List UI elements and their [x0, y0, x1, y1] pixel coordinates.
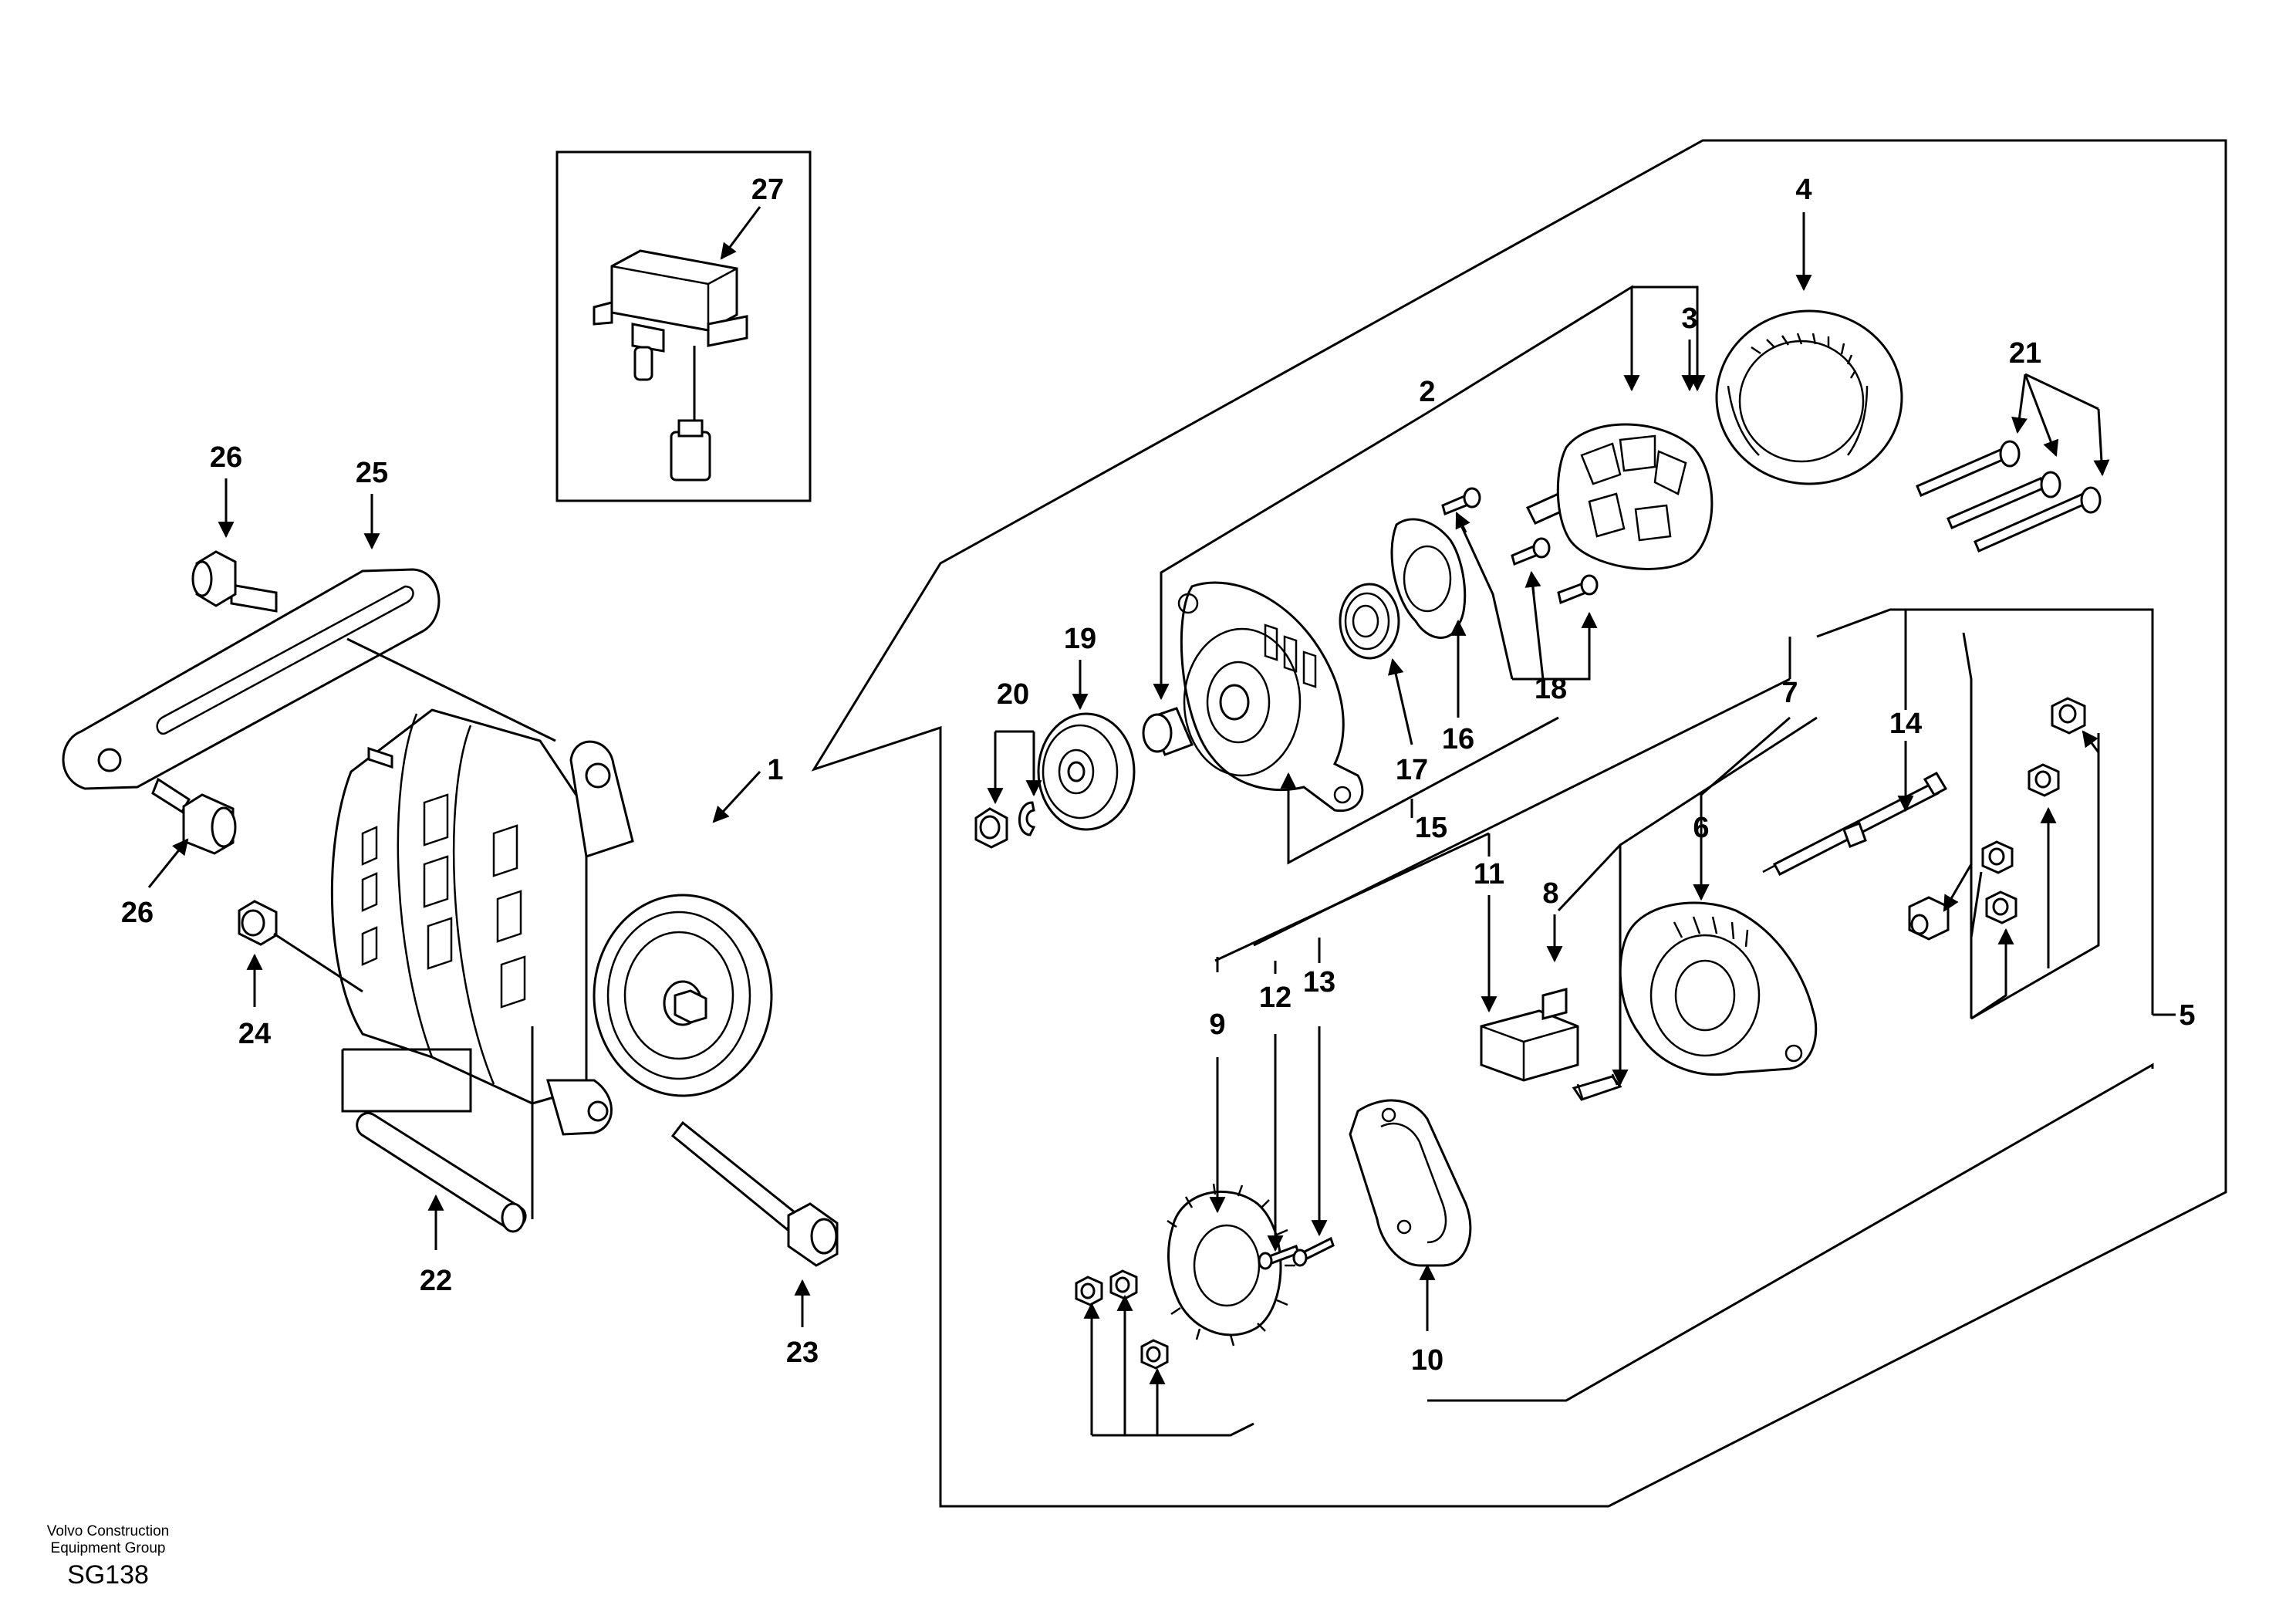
- callout-7: 7: [1781, 677, 1798, 709]
- connector-module-icon: [593, 249, 748, 482]
- retainer-plate-16-icon: [1390, 518, 1467, 639]
- bolt-26-bottom-icon: [151, 777, 237, 855]
- callout-21: 21: [2009, 337, 2041, 370]
- callout-23: 23: [786, 1336, 819, 1369]
- terminal-bolt-14-icon: [1762, 772, 1948, 877]
- company-name-line2: Equipment Group: [51, 1540, 166, 1556]
- small-screws-12-13-icon: [1258, 1236, 1335, 1270]
- nuts-right-icon: [1908, 697, 2086, 941]
- callout-19: 19: [1064, 623, 1096, 655]
- callout-1: 1: [767, 754, 783, 786]
- drawing-code: SG138: [67, 1560, 149, 1590]
- callout-3: 3: [1681, 302, 1697, 335]
- inset-box: [555, 150, 812, 502]
- callout-14: 14: [1889, 708, 1922, 740]
- callout-26-top: 26: [210, 441, 242, 474]
- alternator-assembly-icon: [330, 708, 773, 1136]
- callout-12: 12: [1259, 982, 1292, 1014]
- callout-5: 5: [2179, 999, 2195, 1032]
- nuts-lower-icon: [1075, 1269, 1169, 1370]
- callout-9: 9: [1209, 1009, 1225, 1041]
- rotor-3-icon: [1525, 423, 1714, 570]
- callout-6: 6: [1693, 812, 1709, 844]
- regulator-11-icon: [1480, 988, 1579, 1082]
- callout-13: 13: [1303, 966, 1335, 999]
- spacer-22-icon: [341, 1048, 527, 1233]
- adjusting-plate-icon: [62, 568, 441, 790]
- callout-10: 10: [1411, 1344, 1443, 1377]
- callout-8: 8: [1542, 877, 1558, 910]
- callout-labels: 1 2 3 4 5 6 7 8 9 10 11 12 13 14 15 16 1…: [121, 174, 2196, 1377]
- callout-26-bottom: 26: [121, 897, 154, 929]
- through-bolts-21-icon: [1916, 440, 2102, 552]
- spacer-collar-icon: [1142, 707, 1194, 756]
- callout-2: 2: [1419, 376, 1435, 408]
- bearing-17-icon: [1339, 583, 1400, 660]
- brush-holder-8-icon: [1572, 1073, 1622, 1101]
- front-housing-2-icon: [1177, 581, 1364, 813]
- callout-24: 24: [238, 1018, 271, 1050]
- callout-27: 27: [751, 174, 784, 206]
- bolt-26-top-icon: [191, 550, 278, 613]
- callout-25: 25: [356, 457, 388, 489]
- pulley-19-icon: [1037, 712, 1136, 831]
- rear-housing-6-icon: [1619, 901, 1818, 1076]
- callout-11: 11: [1474, 858, 1504, 890]
- callout-17: 17: [1396, 754, 1428, 786]
- stator-4-icon: [1715, 309, 1903, 485]
- callout-18: 18: [1535, 673, 1567, 705]
- footer: Volvo Construction Equipment Group SG138: [47, 1523, 169, 1590]
- callout-16: 16: [1442, 723, 1474, 755]
- rectifier-10-icon: [1349, 1099, 1472, 1267]
- callout-22: 22: [420, 1265, 452, 1297]
- exploded-view-frame: [811, 139, 2227, 1508]
- company-name-line1: Volvo Construction: [47, 1523, 169, 1539]
- callout-20: 20: [997, 678, 1029, 711]
- bolt-23-icon: [670, 1120, 839, 1267]
- nut-washer-20-icon: [974, 801, 1036, 849]
- nut-24-icon: [238, 900, 278, 946]
- callout-4: 4: [1795, 174, 1811, 206]
- rectifier-ring-9-icon: [1167, 1183, 1295, 1347]
- leader-lines: [147, 206, 2176, 1437]
- callout-15: 15: [1415, 812, 1447, 844]
- screws-18-icon: [1441, 487, 1599, 605]
